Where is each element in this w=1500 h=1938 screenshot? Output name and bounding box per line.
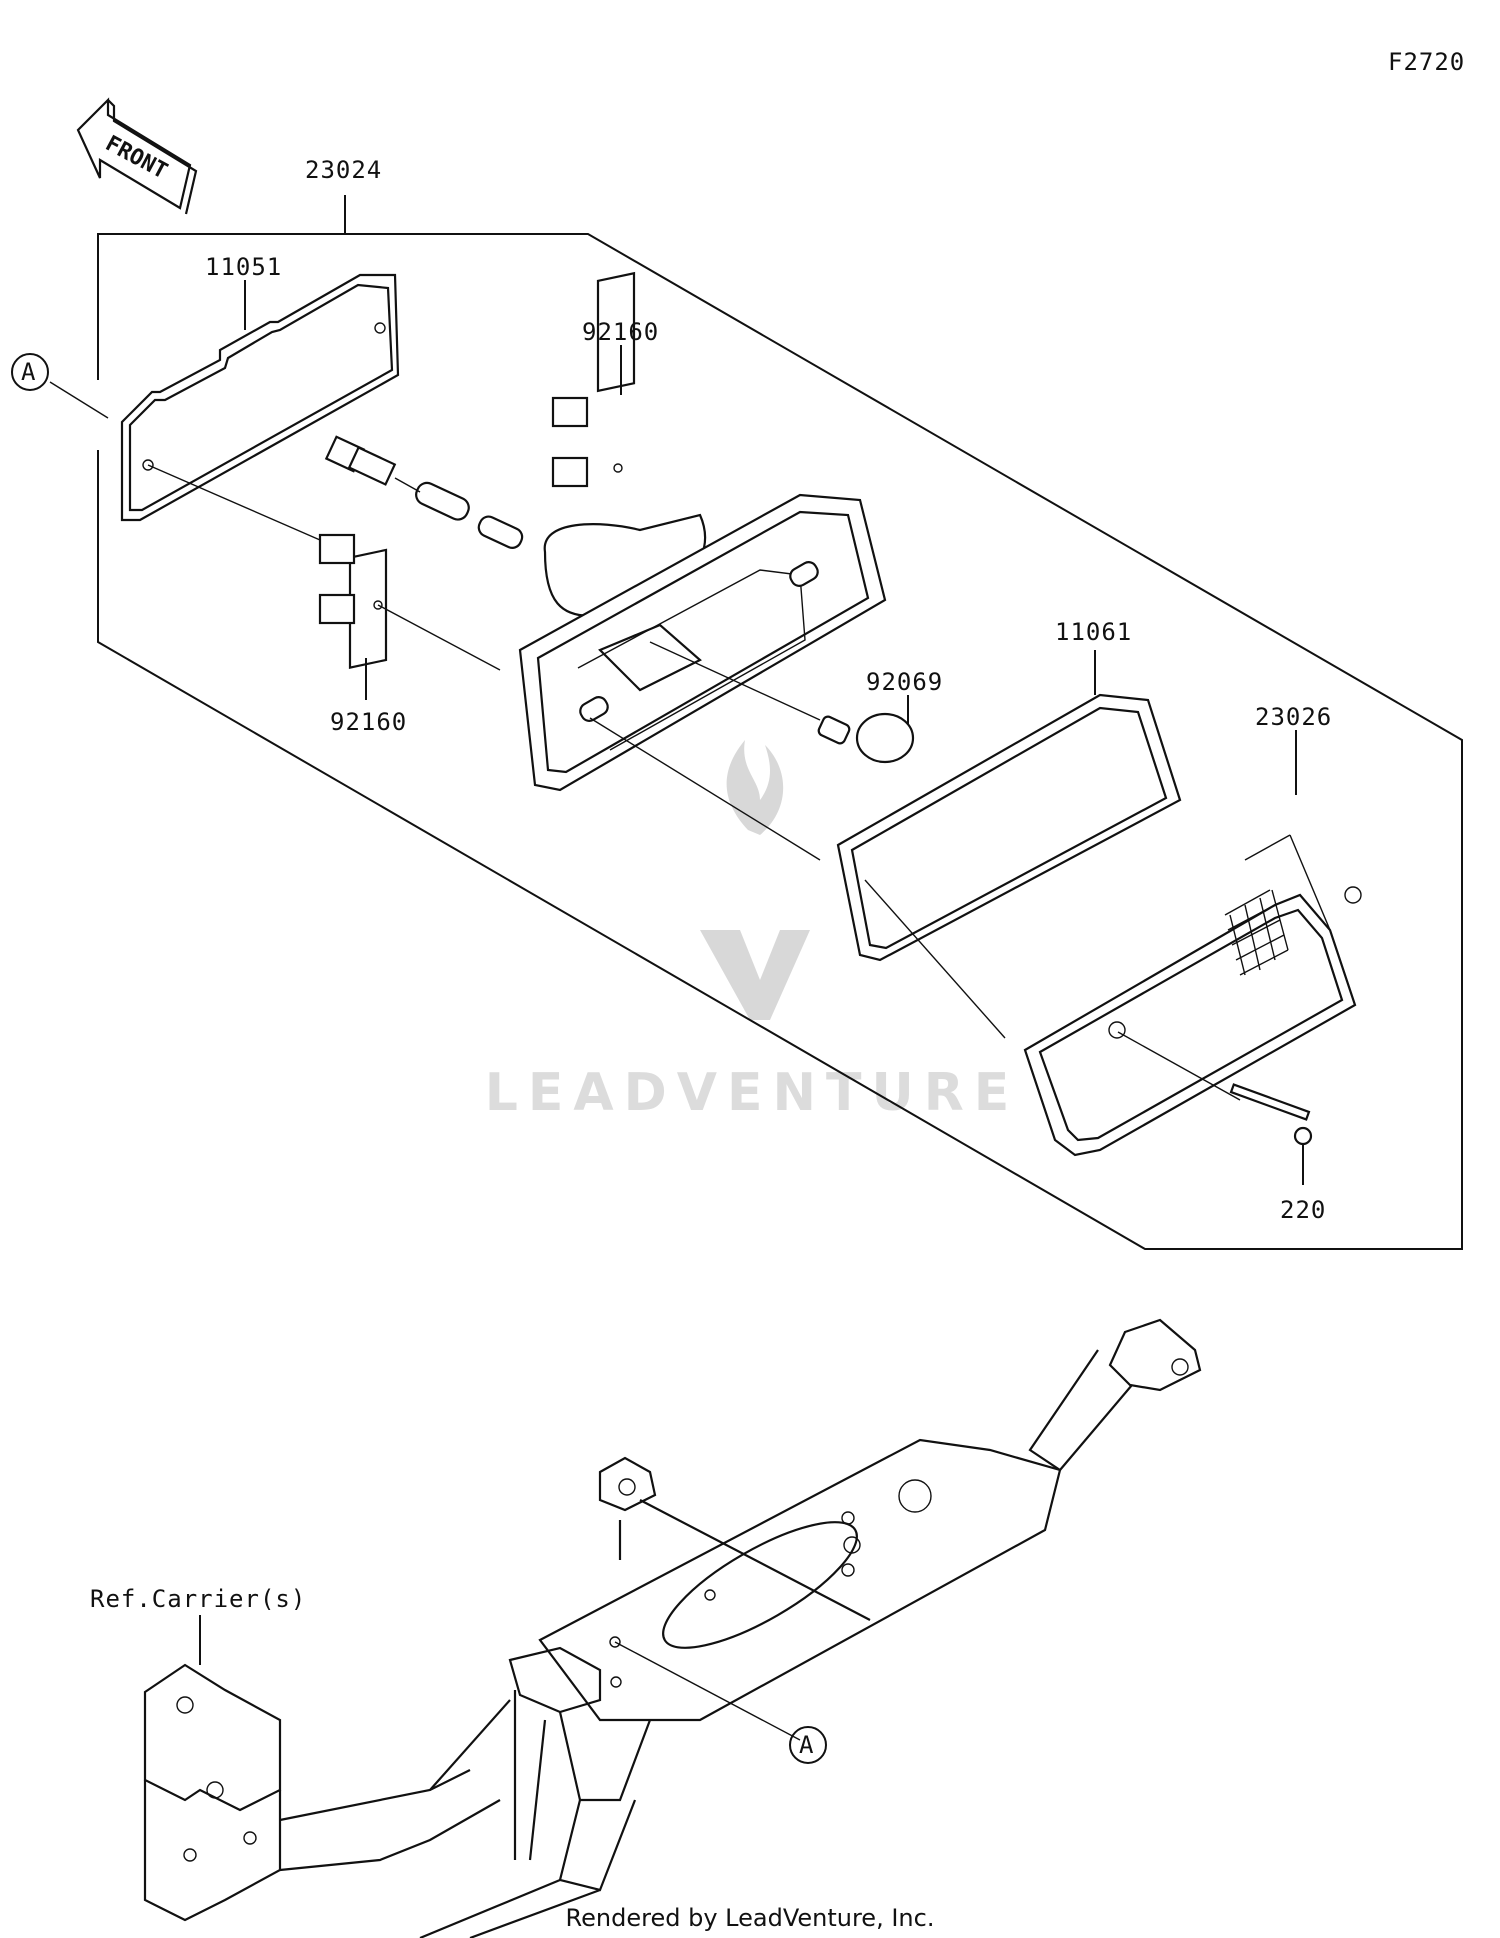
gasket-11051 [120, 273, 400, 522]
lens-reflector-grid [1224, 889, 1289, 976]
label-220: 220 [1280, 1196, 1326, 1224]
label-11061: 11061 [1055, 618, 1132, 646]
svg-text:A: A [21, 358, 36, 386]
label-23024: 23024 [305, 156, 382, 184]
front-arrow-icon: FRONT [76, 97, 198, 215]
svg-text:A: A [799, 1731, 814, 1759]
socket-92160-top [551, 271, 636, 488]
watermark-logo: LEADVENTURE [485, 740, 1020, 1123]
lens-23026 [1023, 730, 1362, 1157]
label-92160-top: 92160 [582, 318, 659, 346]
carrier-frame [143, 1318, 1202, 1938]
socket-92160-bottom [318, 533, 388, 700]
label-23026: 23026 [1255, 703, 1332, 731]
assembly-leader-lines [147, 464, 1006, 1039]
lamp-housing [518, 493, 887, 792]
label-ref-carrier: Ref.Carrier(s) [90, 1585, 306, 1613]
bulb-92069 [649, 641, 915, 764]
wiring-connector [324, 435, 524, 549]
label-11051: 11051 [205, 253, 282, 281]
label-92069: 92069 [866, 668, 943, 696]
assembly-outline [97, 195, 1463, 1250]
ref-a-marker-top: A [11, 353, 109, 419]
diagram-id: F2720 [1388, 48, 1465, 76]
label-92160-bottom: 92160 [330, 708, 407, 736]
lens-gasket-11061 [836, 650, 1182, 962]
screw-220 [1117, 1031, 1313, 1185]
watermark-text: LEADVENTURE [485, 1063, 1020, 1123]
ref-a-marker-bottom: A [614, 1641, 827, 1764]
footer-credit: Rendered by LeadVenture, Inc. [566, 1904, 935, 1932]
